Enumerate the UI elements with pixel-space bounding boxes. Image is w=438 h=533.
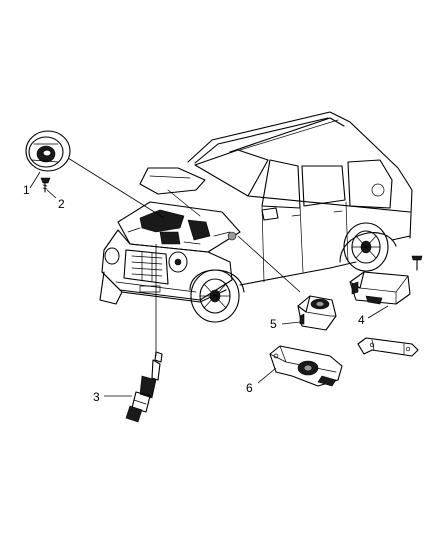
callout-4: 4 bbox=[358, 313, 365, 327]
bracket-icon bbox=[357, 337, 419, 357]
horn-icon bbox=[25, 130, 71, 172]
rear-wheel bbox=[339, 222, 397, 272]
callout-6: 6 bbox=[246, 381, 253, 395]
vehicle-illustration bbox=[99, 111, 413, 323]
open-hood bbox=[139, 167, 206, 217]
sensor-harness-icon bbox=[125, 351, 163, 423]
camera-icon bbox=[269, 345, 343, 387]
callout-3: 3 bbox=[93, 390, 100, 404]
pushpin-icon bbox=[411, 255, 423, 271]
control-module-icon bbox=[349, 271, 411, 305]
callout-1: 1 bbox=[23, 183, 30, 197]
callout-2: 2 bbox=[58, 197, 65, 211]
rear-park-sensor-icon bbox=[297, 295, 337, 331]
front-wheel bbox=[189, 269, 245, 323]
callout-labels: 1 2 3 4 5 6 bbox=[23, 183, 365, 404]
leader-lines bbox=[29, 157, 389, 397]
callout-5: 5 bbox=[270, 317, 277, 331]
front-grille bbox=[101, 229, 233, 303]
screw-icon bbox=[40, 177, 51, 193]
